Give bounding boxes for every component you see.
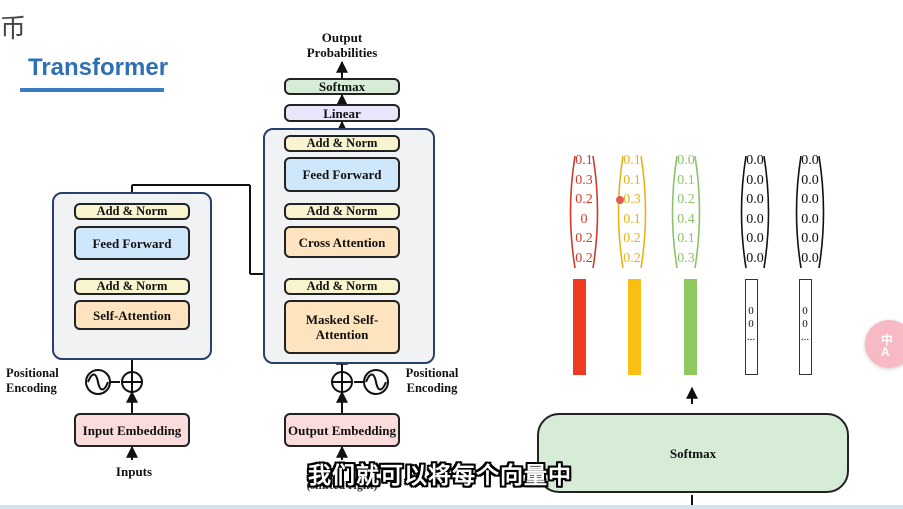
vector-value: 0.0: [746, 153, 764, 168]
vector-column: 0.0 0.0 0.0 0.0 0.0 0.0: [738, 151, 772, 269]
inputs-label: Inputs: [115, 464, 153, 479]
vector-value: 0.0: [677, 153, 695, 168]
vector-value: 0.0: [746, 211, 764, 227]
corner-icon: 币: [0, 13, 27, 43]
vector-value: 0.1: [677, 231, 695, 247]
decoder-feed-forward: Feed Forward: [284, 157, 400, 192]
vector-value: 0.4: [677, 211, 695, 227]
probability-bar: [684, 279, 697, 375]
vector-value: 0.3: [623, 192, 641, 208]
vector-value: 0.3: [677, 250, 695, 266]
probability-bar: [628, 279, 641, 375]
decoder-masked-self-attention: Masked Self-Attention: [284, 300, 400, 354]
encoder-feed-forward: Feed Forward: [74, 226, 190, 260]
bar-value: ...: [800, 331, 810, 343]
vector-value: 0.0: [801, 172, 819, 188]
vector-column: 0.0 0.0 0.0 0.0 0.0 0.0: [793, 151, 827, 269]
encoder-add-norm-bottom: Add & Norm: [74, 278, 190, 295]
vector-value: 0.0: [746, 172, 764, 188]
outputs-label: (shifted right): [306, 478, 378, 492]
decoder-linear: Linear: [284, 104, 400, 122]
encoder-block: [52, 192, 212, 360]
vector-column: 0.0 0.1 0.2 0.4 0.1 0.3: [669, 151, 703, 269]
vector-value: 0.1: [623, 211, 641, 227]
vector-value: 0.3: [575, 172, 593, 188]
vector-column: 0.1 0.1 0.3 0.1 0.2 0.2: [615, 151, 649, 269]
output-probabilities-label: Output Probabilities: [306, 30, 378, 60]
decoder-cross-attention: Cross Attention: [284, 226, 400, 258]
translate-side-button[interactable]: 中A: [865, 320, 903, 368]
decoder-add-norm-1: Add & Norm: [284, 135, 400, 152]
vector-value: 0.0: [801, 231, 819, 247]
vector-value: 0.2: [623, 231, 641, 247]
decoder-softmax: Softmax: [284, 78, 400, 95]
vector-value: 0.0: [801, 192, 819, 208]
probability-bar: [573, 279, 586, 375]
bar-value: 0: [748, 305, 754, 317]
page-title: Transformer: [28, 54, 169, 81]
softmax-block-label: Softmax: [669, 446, 717, 461]
vector-column: 0.1 0.3 0.2 0 0.2 0.2: [567, 151, 601, 269]
vector-value: 0.0: [746, 231, 764, 247]
bar-value: 0: [802, 305, 808, 317]
title-underline: [20, 88, 164, 92]
output-embedding: Output Embedding: [284, 413, 400, 447]
vector-value: 0.0: [801, 211, 819, 227]
decoder-add-norm-2: Add & Norm: [284, 203, 400, 220]
encoder-positional-encoding-label: Positional Encoding: [6, 366, 59, 395]
vector-value: 0.1: [623, 153, 641, 168]
decoder-add-norm-3: Add & Norm: [284, 278, 400, 295]
input-embedding: Input Embedding: [74, 413, 190, 447]
vector-value: 0.0: [746, 192, 764, 208]
bar-value: ...: [746, 331, 756, 343]
vector-value: 0.2: [623, 250, 641, 266]
vector-value: 0.1: [575, 153, 593, 168]
vector-value: 0.1: [623, 172, 641, 188]
vector-value: 0.2: [575, 231, 593, 247]
video-subtitle: 我们就可以将每个向量中: [308, 462, 572, 488]
vector-value: 0.2: [575, 192, 593, 208]
vector-value: 0.0: [801, 153, 819, 168]
vector-value: 0.0: [801, 250, 819, 266]
vector-value: 0.2: [677, 192, 695, 208]
translate-icon: 中A: [881, 333, 894, 359]
bar-value: 0: [802, 318, 808, 330]
vector-value: 0.1: [677, 172, 695, 188]
vector-value: 0: [580, 211, 588, 227]
vector-value: 0.0: [746, 250, 764, 266]
vector-value: 0.2: [575, 250, 593, 266]
bottom-strip: [0, 505, 903, 509]
encoder-add-norm-top: Add & Norm: [74, 203, 190, 220]
bar-value: 0: [748, 318, 754, 330]
decoder-positional-encoding-label: Positional Encoding: [405, 366, 459, 395]
softmax-block: [537, 413, 849, 493]
encoder-self-attention: Self-Attention: [74, 300, 190, 330]
